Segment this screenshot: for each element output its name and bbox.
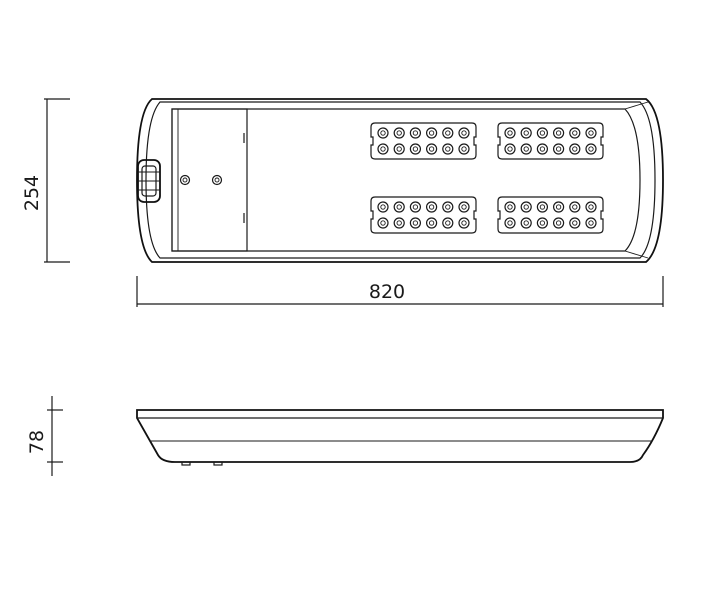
mounting-clamp (137, 159, 161, 203)
led-lens-icon (393, 143, 405, 155)
led-lens-icon (458, 201, 470, 213)
side-housing-outline (136, 409, 664, 463)
led-lens-icon (409, 201, 421, 213)
led-lens-icon (442, 143, 454, 155)
led-lens-icon (569, 143, 581, 155)
top-view (136, 98, 664, 263)
led-lens-icon (585, 143, 597, 155)
led-module (370, 122, 477, 160)
led-lens-icon (393, 201, 405, 213)
dimension-label-820: 820 (369, 281, 405, 303)
led-lens-icon (442, 217, 454, 229)
led-lens-icon (377, 201, 389, 213)
dimension-width: 820 (136, 276, 664, 307)
led-lens-icon (520, 127, 532, 139)
led-lens-icon (536, 201, 549, 213)
led-lens-icon (536, 143, 549, 155)
led-lens-icon (569, 217, 581, 229)
led-lens-icon (426, 201, 438, 213)
screw-icon (179, 174, 191, 186)
led-lens-icon (520, 217, 532, 229)
led-lens-icon (426, 143, 438, 155)
led-lens-icon (393, 127, 405, 139)
housing-outline (136, 98, 664, 263)
housing-inner-bevel (145, 101, 656, 259)
led-lens-icon (426, 217, 438, 229)
led-lens-icon (442, 201, 454, 213)
led-lens-icon (585, 127, 597, 139)
led-lens-icon (520, 143, 532, 155)
led-lens-icon (458, 217, 470, 229)
led-lens-icon (552, 201, 565, 213)
led-lens-icon (585, 201, 597, 213)
led-lens-icon (409, 127, 421, 139)
led-lens-icon (569, 127, 581, 139)
led-lens-icon (393, 217, 405, 229)
led-module (497, 122, 604, 160)
led-lens-icon (409, 217, 421, 229)
led-lens-icon (569, 201, 581, 213)
led-lens-icon (377, 217, 389, 229)
led-lens-icon (552, 127, 565, 139)
led-lens-icon (552, 143, 565, 155)
dimension-height-side: 78 (26, 396, 63, 476)
led-lens-icon (536, 217, 549, 229)
side-view (136, 409, 664, 466)
led-module (497, 196, 604, 234)
led-lens-icon (458, 143, 470, 155)
led-lens-icon (377, 143, 389, 155)
led-lens-icon (552, 217, 565, 229)
led-lens-icon (504, 217, 516, 229)
led-lens-icon (585, 217, 597, 229)
led-lens-icon (504, 201, 516, 213)
dimension-height-top: 254 (21, 98, 70, 263)
led-lens-icon (504, 127, 516, 139)
led-lens-icon (520, 201, 532, 213)
led-modules (370, 122, 604, 234)
led-lens-icon (409, 143, 421, 155)
led-module (370, 196, 477, 234)
led-lens-icon (458, 127, 470, 139)
led-lens-icon (504, 143, 516, 155)
led-lens-icon (377, 127, 389, 139)
led-lens-icon (426, 127, 438, 139)
dimension-label-78: 78 (26, 430, 48, 454)
inner-tray (171, 108, 641, 252)
led-lens-icon (442, 127, 454, 139)
dimension-label-254: 254 (21, 175, 43, 211)
screw-icon (211, 174, 223, 186)
led-lens-icon (536, 127, 549, 139)
driver-compartment (171, 108, 248, 252)
